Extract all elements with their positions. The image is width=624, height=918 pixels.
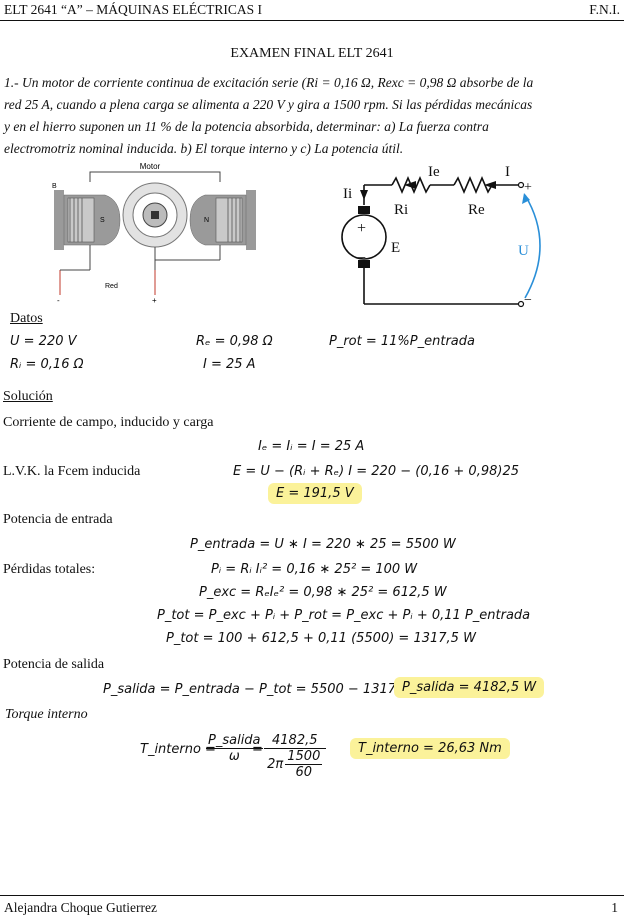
perdidas-label: Pérdidas totales: <box>3 562 96 577</box>
dato-u: U = 220 V <box>10 334 77 349</box>
label-i: I <box>505 164 510 180</box>
e-result: E = 191,5 V <box>268 483 362 504</box>
problem-statement: 1.- Un motor de corriente continua de ex… <box>4 72 624 160</box>
problem-line-4: electromotriz nominal inducida. b) El to… <box>4 141 404 156</box>
torque-frac1-den: ω <box>228 749 240 764</box>
dato-i: I = 25 A <box>203 357 256 372</box>
lvk-equation: E = U − (Rᵢ + Rₑ) I = 220 − (0,16 + 0,98… <box>233 464 519 479</box>
armature-source <box>341 214 387 260</box>
dato-re: Rₑ = 0,98 Ω <box>196 334 273 349</box>
ptot-equation-1: P_tot = P_exc + Pᵢ + P_rot = P_exc + Pᵢ … <box>157 608 531 623</box>
arrow-i <box>484 181 496 189</box>
torque-frac2-den-den: 60 <box>295 765 313 780</box>
footer-author: Alejandra Choque Gutierrez <box>4 900 157 915</box>
corriente-equation: Iₑ = Iᵢ = I = 25 A <box>258 439 365 454</box>
left-yoke <box>54 190 64 250</box>
psal-label: Potencia de salida <box>3 657 105 672</box>
label-red: Red <box>105 283 118 290</box>
problem-line-1: 1.- Un motor de corriente continua de ex… <box>4 75 534 90</box>
ptot-equation-2: P_tot = 100 + 612,5 + 0,11 (5500) = 1317… <box>166 631 476 646</box>
datos-heading: Datos <box>10 311 43 326</box>
dato-prot: P_rot = 11%P_entrada <box>329 334 475 349</box>
label-re: Re <box>468 202 485 218</box>
corriente-label: Corriente de campo, inducido y carga <box>3 415 214 430</box>
pi-equation: Pᵢ = Rᵢ Iᵢ² = 0,16 ∗ 25² = 100 W <box>211 562 418 577</box>
torque-frac2: 4182,5 2π 1500 60 <box>264 733 326 780</box>
dato-ri: Rᵢ = 0,16 Ω <box>10 357 84 372</box>
header-course: ELT 2641 “A” – MÁQUINAS ELÉCTRICAS I <box>4 2 262 17</box>
label-e: E <box>391 240 401 256</box>
label-ii: Ii <box>343 186 353 202</box>
exam-title: EXAMEN FINAL ELT 2641 <box>230 46 394 61</box>
torque-frac2-den-num: 1500 <box>285 749 323 765</box>
label-n: N <box>204 217 209 224</box>
header-faculty: F.N.I. <box>589 2 620 17</box>
voltage-arc <box>524 194 541 299</box>
label-minus: - <box>57 296 60 305</box>
problem-line-2: red 25 A, cuando a plena carga se alimen… <box>4 97 533 112</box>
torque-frac1-num: P_salida <box>206 733 263 749</box>
resistor-re <box>453 175 493 195</box>
terminal-minus-label: − <box>524 293 532 308</box>
footer-page-number: 1 <box>611 900 618 915</box>
torque-equals: = <box>252 742 263 757</box>
motor-diagram: Motor S B N Red - + <box>52 162 256 305</box>
right-yoke <box>246 190 256 250</box>
solucion-heading: Solución <box>3 389 53 404</box>
source-minus: − <box>357 250 367 267</box>
label-ie: Ie <box>428 164 440 180</box>
footer-rule <box>0 895 624 896</box>
motor-title: Motor <box>140 162 161 171</box>
torque-frac2-num: 4182,5 <box>264 733 326 749</box>
torque-frac2-den-prefix: 2π <box>267 757 284 772</box>
voltage-arrow <box>522 193 530 204</box>
torque-result: T_interno = 26,63 Nm <box>350 738 510 759</box>
label-plus: + <box>152 296 157 305</box>
arrow-ie <box>404 181 416 189</box>
lvk-label: L.V.K. la Fcem inducida <box>3 464 141 479</box>
pexc-equation: P_exc = RₑIₑ² = 0,98 ∗ 25² = 612,5 W <box>199 585 447 600</box>
pent-equation: P_entrada = U ∗ I = 220 ∗ 25 = 5500 W <box>190 537 456 552</box>
pent-label: Potencia de entrada <box>3 512 113 527</box>
psal-equation: P_salida = P_entrada − P_tot = 5500 − 13… <box>103 682 409 697</box>
label-ri: Ri <box>394 202 409 218</box>
torque-lhs: T_interno = <box>140 742 216 757</box>
shaft <box>151 211 159 219</box>
label-s: S <box>100 217 105 224</box>
torque-label: Torque interno <box>5 707 88 722</box>
problem-line-3: y en el hierro suponen un 11 % de la pot… <box>4 119 489 134</box>
source-plus: + <box>357 220 367 237</box>
left-coil <box>67 197 95 243</box>
psal-result: P_salida = 4182,5 W <box>394 677 545 698</box>
terminal-negative <box>517 300 525 308</box>
terminal-positive <box>517 181 525 189</box>
label-u: U <box>518 243 529 259</box>
brush-top <box>358 206 370 214</box>
arrow-ii <box>360 190 368 200</box>
brush-bottom <box>358 260 370 268</box>
right-coil <box>215 197 243 243</box>
label-b: B <box>52 183 57 190</box>
header-rule <box>0 20 624 21</box>
terminal-plus-label: + <box>524 180 532 195</box>
torque-frac1: P_salida ω <box>206 733 263 764</box>
equivalent-circuit <box>341 175 541 308</box>
